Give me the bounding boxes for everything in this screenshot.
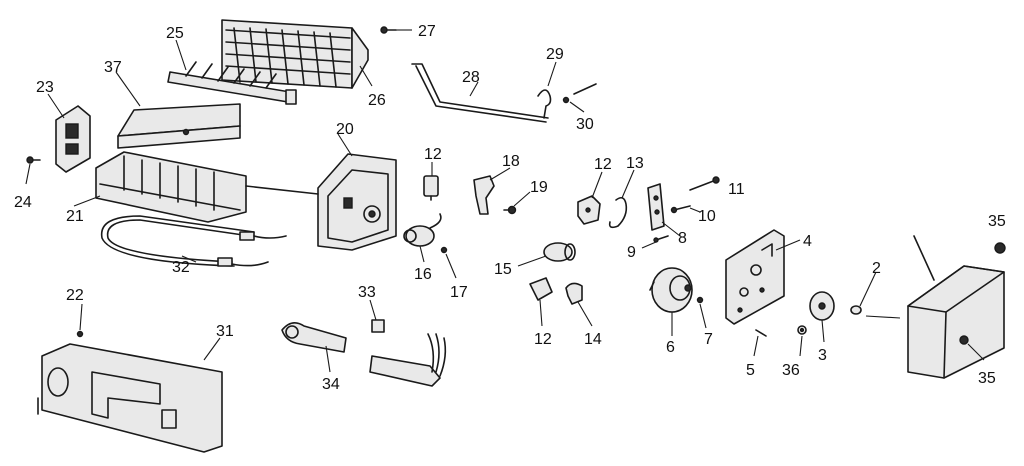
part-19-screw [503,205,517,215]
part-17-screw [440,246,448,254]
callout-12c: 12 [534,331,552,348]
part-20-housing [245,153,397,251]
callout-8: 8 [678,230,687,247]
part-5-screw [755,329,767,337]
part-24-screw [26,156,41,164]
callout-24: 24 [14,194,32,211]
callout-4: 4 [803,233,812,250]
callout-21: 21 [66,208,84,225]
part-16-valve [403,213,442,247]
part-11-screw [689,176,720,191]
part-9-screw [653,235,669,243]
part-13-spring [608,196,628,229]
part-23-mounting-bracket [55,105,91,173]
part-34-fill-tube [281,322,347,353]
callout-28: 28 [462,69,480,86]
part-18-lever [473,175,495,215]
callout-33: 33 [358,284,376,301]
part-31-front-panel [37,343,223,453]
callout-3: 3 [818,347,827,364]
callout-37: 37 [104,59,122,76]
callout-12b: 12 [594,156,612,173]
part-4-mounting-plate [725,229,785,325]
callout-5: 5 [746,362,755,379]
callout-10: 10 [698,208,716,225]
callout-25: 25 [166,25,184,42]
part-25-ejector-shaft [167,61,297,105]
part-36-washer [797,325,807,335]
part-35-knob [994,242,1006,254]
callout-11: 11 [728,181,745,198]
callout-16: 16 [414,266,432,283]
callout-7: 7 [704,331,713,348]
part-2-screw [850,305,862,315]
callout-13: 13 [626,155,644,172]
callout-27: 27 [418,23,436,40]
callout-32: 32 [172,259,190,276]
callout-29: 29 [546,46,564,63]
part-37-cover [117,103,241,149]
part-8-bracket [647,183,665,231]
callout-2: 2 [872,260,881,277]
part-7-screw [696,296,704,304]
part-12b-switch [577,195,601,225]
part-32-heater [100,215,287,267]
callout-34: 34 [322,376,340,393]
part-28-shutoff-arm [411,63,549,123]
part-3-gear [809,291,835,321]
part-29-spring [537,89,552,119]
callout-22: 22 [66,287,84,304]
part-22-screw [76,330,84,338]
part-26-stripper-rack [221,19,369,89]
part-12c-switch [529,277,553,301]
callout-12a: 12 [424,146,442,163]
part-30-screw [562,83,597,104]
part-1-cover [907,235,1005,379]
callout-14: 14 [584,331,602,348]
leader-lines [25,29,985,373]
callout-23: 23 [36,79,54,96]
part-14-clip [565,282,583,305]
part-27-screw [380,26,397,34]
part-10-screw [670,205,691,214]
callout-17: 17 [450,284,468,301]
callout-6: 6 [666,339,675,356]
callout-35b: 35 [978,370,996,387]
part-33-clip [371,319,385,333]
callout-31: 31 [216,323,234,340]
wiring-harness [369,333,447,387]
callout-36: 36 [782,362,800,379]
callout-9: 9 [627,244,636,261]
callout-35a: 35 [988,213,1006,230]
callout-26: 26 [368,92,386,109]
callout-18: 18 [502,153,520,170]
part-21-ice-mold [95,151,247,223]
callout-19: 19 [530,179,548,196]
part-12a-switch [423,175,439,201]
callout-15: 15 [494,261,512,278]
callout-numbers: 2 3 4 5 6 7 8 9 10 11 12 12 12 13 14 15 … [14,23,1006,393]
callout-30: 30 [576,116,594,133]
callout-20: 20 [336,121,354,138]
part-15-thermostat [543,242,576,262]
part-6-motor [649,267,693,313]
